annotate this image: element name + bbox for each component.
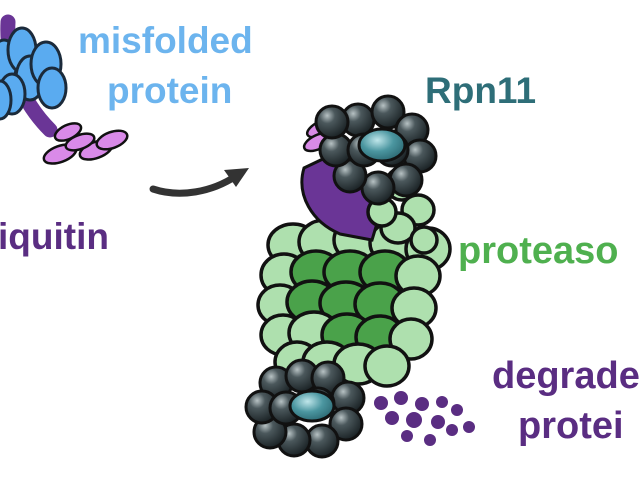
- misfolded-protein-bead: [36, 66, 68, 110]
- proteasome-core-subunit: [363, 344, 411, 388]
- label-rpn11: Rpn11: [425, 70, 537, 111]
- degraded-peptides-icon: [374, 391, 475, 446]
- arrow-shaft: [149, 172, 240, 197]
- peptide-dot: [451, 404, 463, 416]
- peptide-dot: [424, 434, 436, 446]
- ubiquitin-bead: [95, 129, 129, 151]
- peptide-dot: [431, 415, 445, 429]
- misfolded-protein-bead: [0, 79, 13, 121]
- label-degraded-line2: protei: [518, 405, 624, 447]
- bottom-cap-center: [288, 389, 336, 423]
- arrow-icon: [149, 168, 249, 197]
- rpn11-subunit: [357, 127, 407, 163]
- regulatory-subunit: [409, 225, 439, 255]
- cap-subunit: [314, 104, 350, 140]
- label-proteasome: proteaso: [458, 230, 619, 272]
- label-misfolded-line2: protein: [107, 70, 233, 111]
- peptide-dot: [463, 421, 475, 433]
- peptide-dot: [446, 424, 458, 436]
- proteasome-icon: [244, 94, 452, 459]
- peptide-dot: [374, 396, 388, 410]
- peptide-dot: [394, 391, 408, 405]
- peptide-dot: [406, 412, 422, 428]
- misfolded-protein-icon: [0, 14, 129, 165]
- label-misfolded-line1: misfolded: [78, 20, 253, 61]
- peptide-dot: [401, 430, 413, 442]
- peptide-dot: [415, 397, 429, 411]
- peptide-dot: [436, 396, 448, 408]
- cap-subunit: [328, 406, 364, 442]
- arrow-head: [224, 168, 249, 187]
- peptide-dot: [385, 411, 399, 425]
- label-degraded-line1: degrade: [492, 355, 640, 397]
- ubiquitin-bead: [53, 122, 83, 142]
- label-ubiquitin: iquitin: [0, 216, 109, 257]
